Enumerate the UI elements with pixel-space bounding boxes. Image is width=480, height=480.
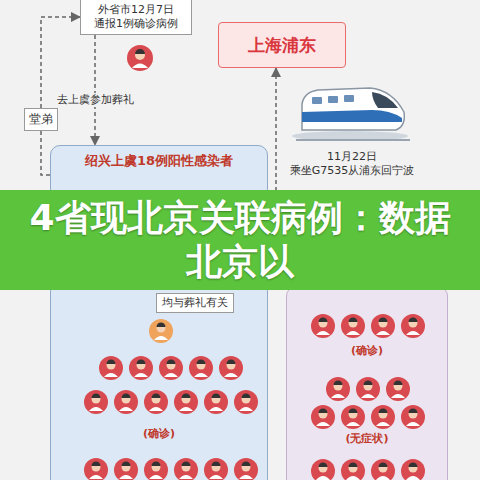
train-illustration <box>292 88 410 141</box>
place-box: 上海浦东 <box>218 22 346 68</box>
person-icon <box>189 356 213 380</box>
title-band: 4省现北京关联病例：数据 北京以 <box>0 190 480 290</box>
person-icon <box>84 458 108 480</box>
box-text: 堂弟 <box>29 112 53 127</box>
person-icon <box>174 458 198 480</box>
person-icon <box>99 356 123 380</box>
person-icon <box>174 390 198 414</box>
person-icon <box>401 459 425 480</box>
person-icon <box>341 459 365 480</box>
person-icon <box>371 405 395 429</box>
box-text: 均与葬礼有关 <box>162 296 228 310</box>
person-icon <box>234 390 258 414</box>
group-panel: (确诊) (无症状) <box>286 286 448 480</box>
person-icon <box>311 459 335 480</box>
source-box: 外省市12月7日 通报1例确诊病例 <box>80 0 192 35</box>
status-label: (确诊) <box>51 426 267 441</box>
person-icon <box>129 356 153 380</box>
note-box: 均与葬礼有关 <box>156 293 234 313</box>
person-icon <box>219 356 243 380</box>
person-icon <box>356 377 380 401</box>
box-text: 外省市12月7日 通报1例确诊病例 <box>87 3 185 31</box>
person-icon <box>401 405 425 429</box>
person-icon <box>341 314 365 338</box>
person-icon <box>386 377 410 401</box>
person-icon <box>234 458 258 480</box>
edge-label: 11月22日 乘坐G7535从浦东回宁波 <box>280 150 424 178</box>
person-icon <box>144 390 168 414</box>
dashed-connector <box>94 35 96 145</box>
person-icon <box>401 314 425 338</box>
person-icon <box>84 390 108 414</box>
person-icon <box>127 45 153 71</box>
person-icon <box>149 319 173 343</box>
person-icon <box>204 458 228 480</box>
person-icon <box>311 405 335 429</box>
person-icon <box>326 377 350 401</box>
person-icon <box>114 390 138 414</box>
box-text: 上海浦东 <box>248 34 316 57</box>
person-icon <box>311 314 335 338</box>
edge-label: 去上虞参加葬礼 <box>55 93 136 107</box>
person-icon <box>159 356 183 380</box>
status-label: (确诊) <box>287 343 447 358</box>
person-icon <box>204 390 228 414</box>
title-text: 4省现北京关联病例：数据 北京以 <box>20 196 460 284</box>
person-icon <box>144 458 168 480</box>
status-label: (无症状) <box>287 431 447 446</box>
person-icon <box>371 314 395 338</box>
panel-heading: 绍兴上虞18例阳性感染者 <box>51 152 267 170</box>
person-icon <box>371 459 395 480</box>
person-group <box>287 287 448 480</box>
person-icon <box>341 405 365 429</box>
relation-box: 堂弟 <box>24 108 58 131</box>
person-icon <box>114 458 138 480</box>
dashed-connector <box>41 131 50 175</box>
